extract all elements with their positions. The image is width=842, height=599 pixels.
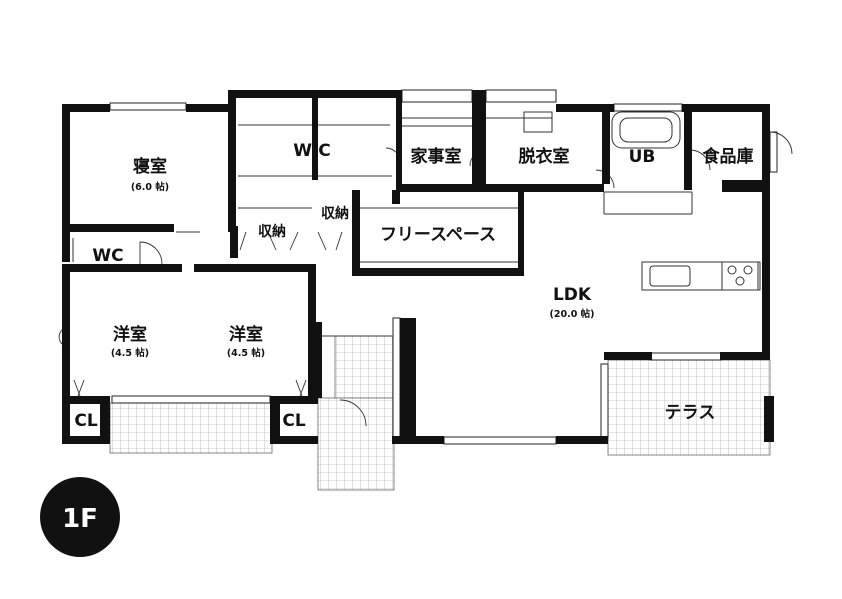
tiled-areas bbox=[109, 335, 771, 491]
approach-floor bbox=[317, 397, 395, 491]
closet-1-name: CL bbox=[74, 411, 97, 431]
pantry-name: 食品庫 bbox=[703, 146, 754, 167]
wc-name: WC bbox=[92, 246, 123, 266]
western-room-2-size: (4.5 帖) bbox=[227, 347, 265, 359]
dressing-room-name: 脱衣室 bbox=[519, 146, 570, 167]
terrace-floor bbox=[607, 359, 771, 456]
room-labels: 寝室 (6.0 帖) WIC 家事室 脱衣室 UB 食品庫 収納 収納 フリース… bbox=[74, 141, 753, 431]
wic-name: WIC bbox=[293, 141, 331, 161]
floor-label: 1F bbox=[62, 504, 98, 534]
storage-1-name: 収納 bbox=[258, 223, 286, 240]
western-room-1-size: (4.5 帖) bbox=[111, 347, 149, 359]
windows bbox=[109, 89, 778, 445]
floor-badge: 1F bbox=[40, 477, 120, 557]
storage-2-name: 収納 bbox=[321, 205, 349, 222]
free-space-name: フリースペース bbox=[380, 225, 496, 245]
ldk-size: (20.0 帖) bbox=[550, 308, 595, 320]
floor-badge-circle bbox=[40, 477, 120, 557]
front-balcony-floor bbox=[109, 402, 273, 454]
ldk-name: LDK bbox=[553, 285, 592, 305]
entrance-porch-floor bbox=[334, 335, 394, 399]
closet-2-name: CL bbox=[282, 411, 305, 431]
bedroom-name: 寝室 bbox=[133, 156, 167, 177]
western-room-1-name: 洋室 bbox=[113, 324, 147, 345]
unit-bath-name: UB bbox=[629, 147, 656, 167]
interior-lines bbox=[72, 111, 761, 337]
housework-room-name: 家事室 bbox=[411, 146, 462, 167]
terrace-name: テラス bbox=[665, 403, 716, 423]
western-room-2-name: 洋室 bbox=[229, 324, 263, 345]
bedroom-size: (6.0 帖) bbox=[131, 181, 169, 193]
walls bbox=[62, 90, 774, 444]
